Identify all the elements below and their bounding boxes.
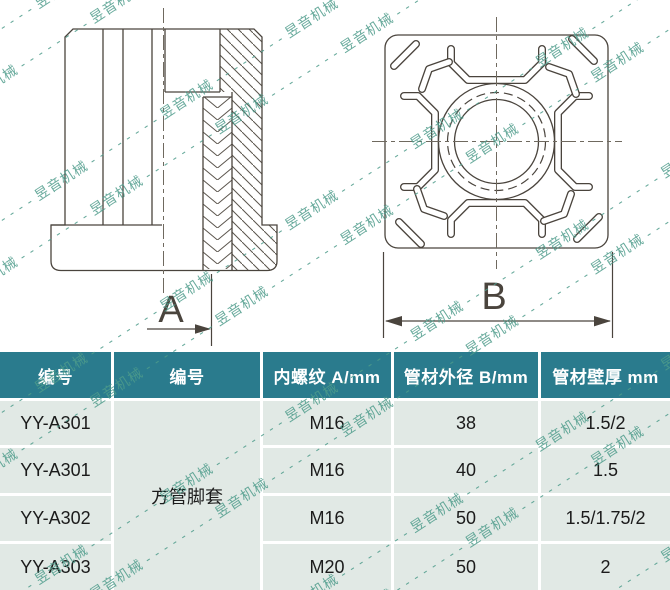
cell-outer-dia: 38 [394,401,538,445]
cell-outer-dia: 50 [394,496,538,541]
cell-outer-dia: 40 [394,448,538,493]
arrowhead-icon [385,316,402,327]
dimension-a [147,274,213,346]
cell-thread: M16 [263,448,391,493]
cell-code: YY-A301 [0,448,111,493]
dimension-b [382,252,614,338]
cell-thread: M16 [263,496,391,541]
cell-wall: 1.5/2 [541,401,670,445]
arrowhead-icon [594,316,611,327]
cell-code: YY-A302 [0,496,111,541]
spec-table: 编号 编号 内螺纹 A/mm 管材外径 B/mm 管材壁厚 mm 方管脚套 YY… [0,352,670,590]
header-outer-dia: 管材外径 B/mm [394,352,538,398]
cell-code: YY-A301 [0,401,111,445]
cell-wall: 1.5 [541,448,670,493]
header-name: 编号 [114,352,260,398]
cell-thread: M20 [263,544,391,590]
cell-product-name: 方管脚套 [114,401,260,590]
header-code: 编号 [0,352,111,398]
cell-thread: M16 [263,401,391,445]
header-thread: 内螺纹 A/mm [263,352,391,398]
header-wall: 管材壁厚 mm [541,352,670,398]
cell-code: YY-A303 [0,544,111,590]
cell-wall: 1.5/1.75/2 [541,496,670,541]
cell-outer-dia: 50 [394,544,538,590]
dim-label-b: B [481,276,506,318]
cell-wall: 2 [541,544,670,590]
technical-drawings: A [50,8,622,346]
section-view: A [50,8,278,346]
top-view: B [372,17,622,338]
arrowhead-icon [195,324,211,334]
slot-pattern [390,35,603,248]
dim-label-a: A [158,289,184,331]
